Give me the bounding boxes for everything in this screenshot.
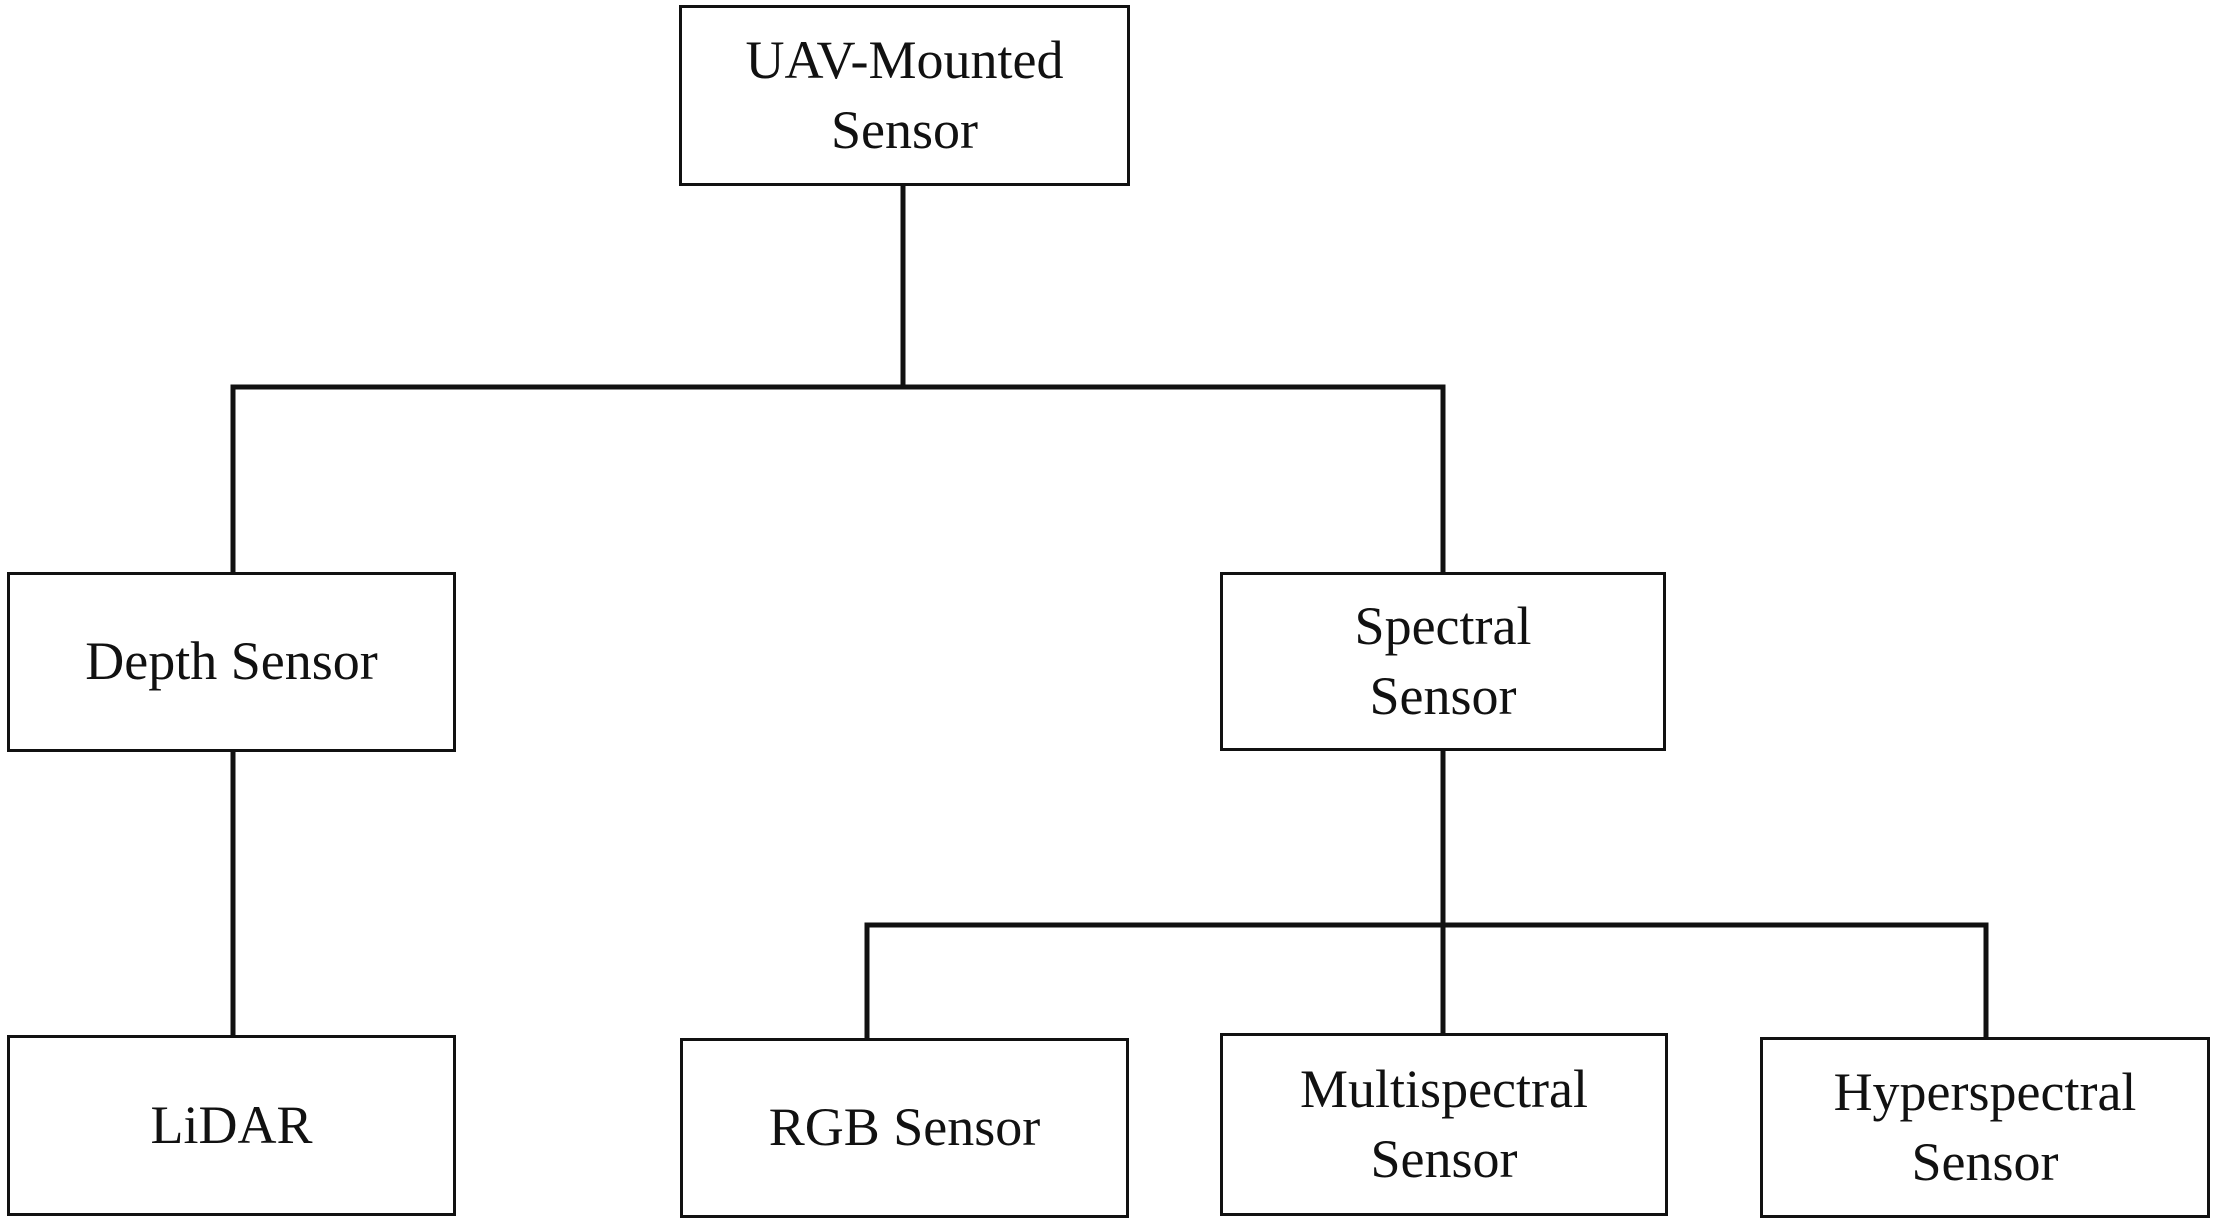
node-depth-sensor: Depth Sensor [7, 572, 456, 752]
node-label-line: UAV-Mounted [745, 30, 1064, 91]
node-label-line: RGB Sensor [768, 1097, 1041, 1158]
node-label-line: Hyperspectral [1833, 1062, 2137, 1123]
node-multispectral-sensor: Multispectral Sensor [1220, 1033, 1668, 1216]
node-label-line: Sensor [831, 99, 978, 160]
node-rgb-sensor: RGB Sensor [680, 1038, 1129, 1218]
node-uav-mounted-sensor: UAV-Mounted Sensor [679, 5, 1130, 186]
node-label-line: Sensor [1369, 665, 1517, 726]
node-spectral-sensor: Spectral Sensor [1220, 572, 1666, 751]
node-label-line: Sensor [1370, 1128, 1518, 1189]
node-lidar: LiDAR [7, 1035, 456, 1216]
node-hyperspectral-sensor: Hyperspectral Sensor [1760, 1037, 2210, 1218]
node-label-line: Sensor [1911, 1131, 2059, 1192]
node-label-line: LiDAR [150, 1094, 313, 1155]
node-label-line: Spectral [1354, 596, 1532, 657]
node-label-line: Depth Sensor [85, 631, 378, 692]
node-label-line: Multispectral [1300, 1059, 1588, 1120]
